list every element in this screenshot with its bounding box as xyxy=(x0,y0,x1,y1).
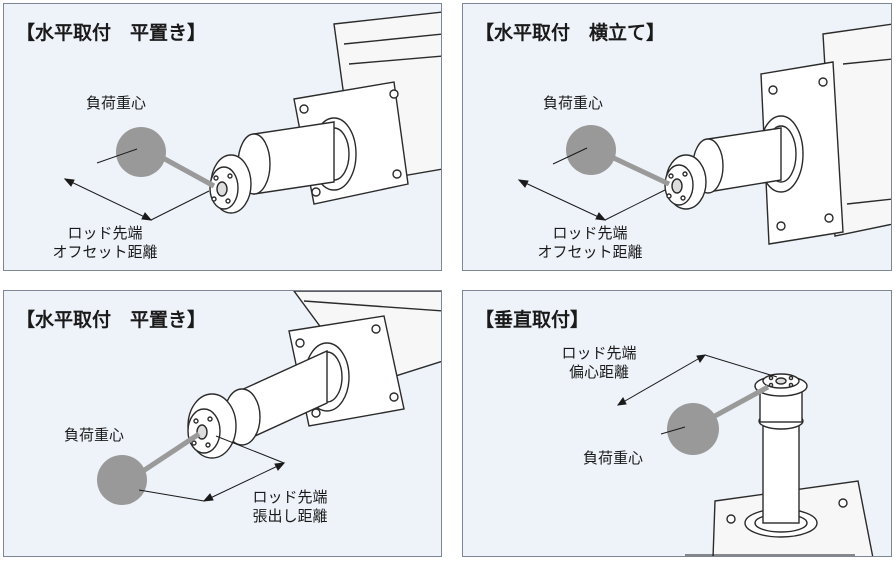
load-center-label: 負荷重心 xyxy=(86,94,147,112)
load-center-circle-1 xyxy=(116,127,166,177)
panel-horizontal-flat-offset: 【水平取付 平置き】 負荷重心 ロッド先端 オフセット距離 xyxy=(3,3,442,271)
panel-title: 【水平取付 平置き】 xyxy=(16,309,207,331)
panel-vertical-eccentric: 【垂直取付】 ロッド先端 偏心距離 負荷重心 xyxy=(462,290,892,557)
rod-eccentric-distance-label: ロッド先端 偏心距離 xyxy=(561,344,637,381)
load-center-label: 負荷重心 xyxy=(583,449,644,467)
load-center-circle-3 xyxy=(97,455,147,505)
actuator-diagram-4 xyxy=(616,354,874,556)
panel-horizontal-side-offset: 【水平取付 横立て】 負荷重心 ロッド先端 オフセット距離 xyxy=(462,3,892,271)
panel-title: 【垂直取付】 xyxy=(475,309,590,331)
actuator-diagram-1 xyxy=(63,11,441,221)
rod-overhang-distance-label: ロッド先端 張出し距離 xyxy=(252,488,328,525)
rod-offset-distance-label: ロッド先端 オフセット距離 xyxy=(52,224,158,261)
panel-title: 【水平取付 横立て】 xyxy=(475,22,666,44)
load-center-circle-4 xyxy=(667,403,719,455)
load-center-circle-2 xyxy=(566,125,616,175)
load-center-label: 負荷重心 xyxy=(64,426,125,444)
rod-offset-distance-label: ロッド先端 オフセット距離 xyxy=(537,224,643,261)
panel-horizontal-flat-overhang: 【水平取付 平置き】 負荷重心 ロッド先端 張出し距離 xyxy=(3,290,442,557)
actuator-diagram-2 xyxy=(517,23,891,245)
load-center-label: 負荷重心 xyxy=(543,94,604,112)
actuator-diagram-3 xyxy=(97,291,441,505)
panel-title: 【水平取付 平置き】 xyxy=(16,22,207,44)
